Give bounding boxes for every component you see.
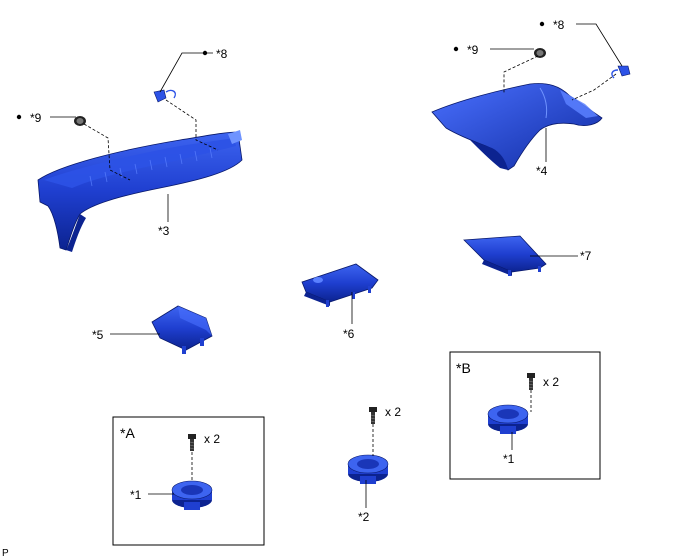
corner-code: P (2, 548, 9, 559)
label-3: *3 (158, 224, 170, 238)
label-5: *5 (92, 328, 104, 342)
label-6: *6 (343, 327, 355, 341)
label-1-b: *1 (503, 452, 515, 466)
bolt-b (527, 373, 535, 390)
qty-label-b: x 2 (543, 375, 559, 389)
cap-9-right (534, 48, 546, 58)
label-9-left: *9 (30, 111, 42, 125)
bullet-dot (16, 114, 22, 120)
bolt-2 (369, 407, 377, 424)
label-1-a: *1 (130, 488, 142, 502)
label-2: *2 (358, 510, 370, 524)
bullet-dot (539, 21, 545, 27)
assembly-lines (83, 55, 617, 482)
qty-label-2: x 2 (385, 405, 401, 419)
inset-label-b: *B (456, 360, 471, 376)
part-2-speaker (347, 454, 389, 484)
part-1-speaker-a (171, 480, 213, 510)
part-1-speaker-b (487, 404, 529, 434)
leader-lines (50, 23, 623, 508)
qty-label-a: x 2 (204, 432, 220, 446)
part-4-pillar-upper (431, 83, 603, 171)
label-9-right: *9 (467, 43, 479, 57)
inset-box-a (112, 416, 265, 546)
part-6-cover (301, 263, 379, 307)
label-7: *7 (580, 249, 592, 263)
bolt-a (188, 434, 196, 451)
label-4: *4 (536, 164, 548, 178)
label-8-left: *8 (216, 47, 228, 61)
label-8-right: *8 (553, 18, 565, 32)
cap-9-left (74, 116, 86, 126)
part-7-cover (463, 235, 547, 276)
bullet-dot (202, 50, 208, 56)
part-3-pillar-garnish (37, 130, 243, 252)
inset-label-a: *A (120, 425, 135, 441)
clip-8-right (611, 65, 631, 79)
part-5-cover (151, 305, 213, 354)
clip-8-left (153, 89, 176, 103)
bullet-dot (453, 46, 459, 52)
inset-box-b (449, 351, 601, 480)
